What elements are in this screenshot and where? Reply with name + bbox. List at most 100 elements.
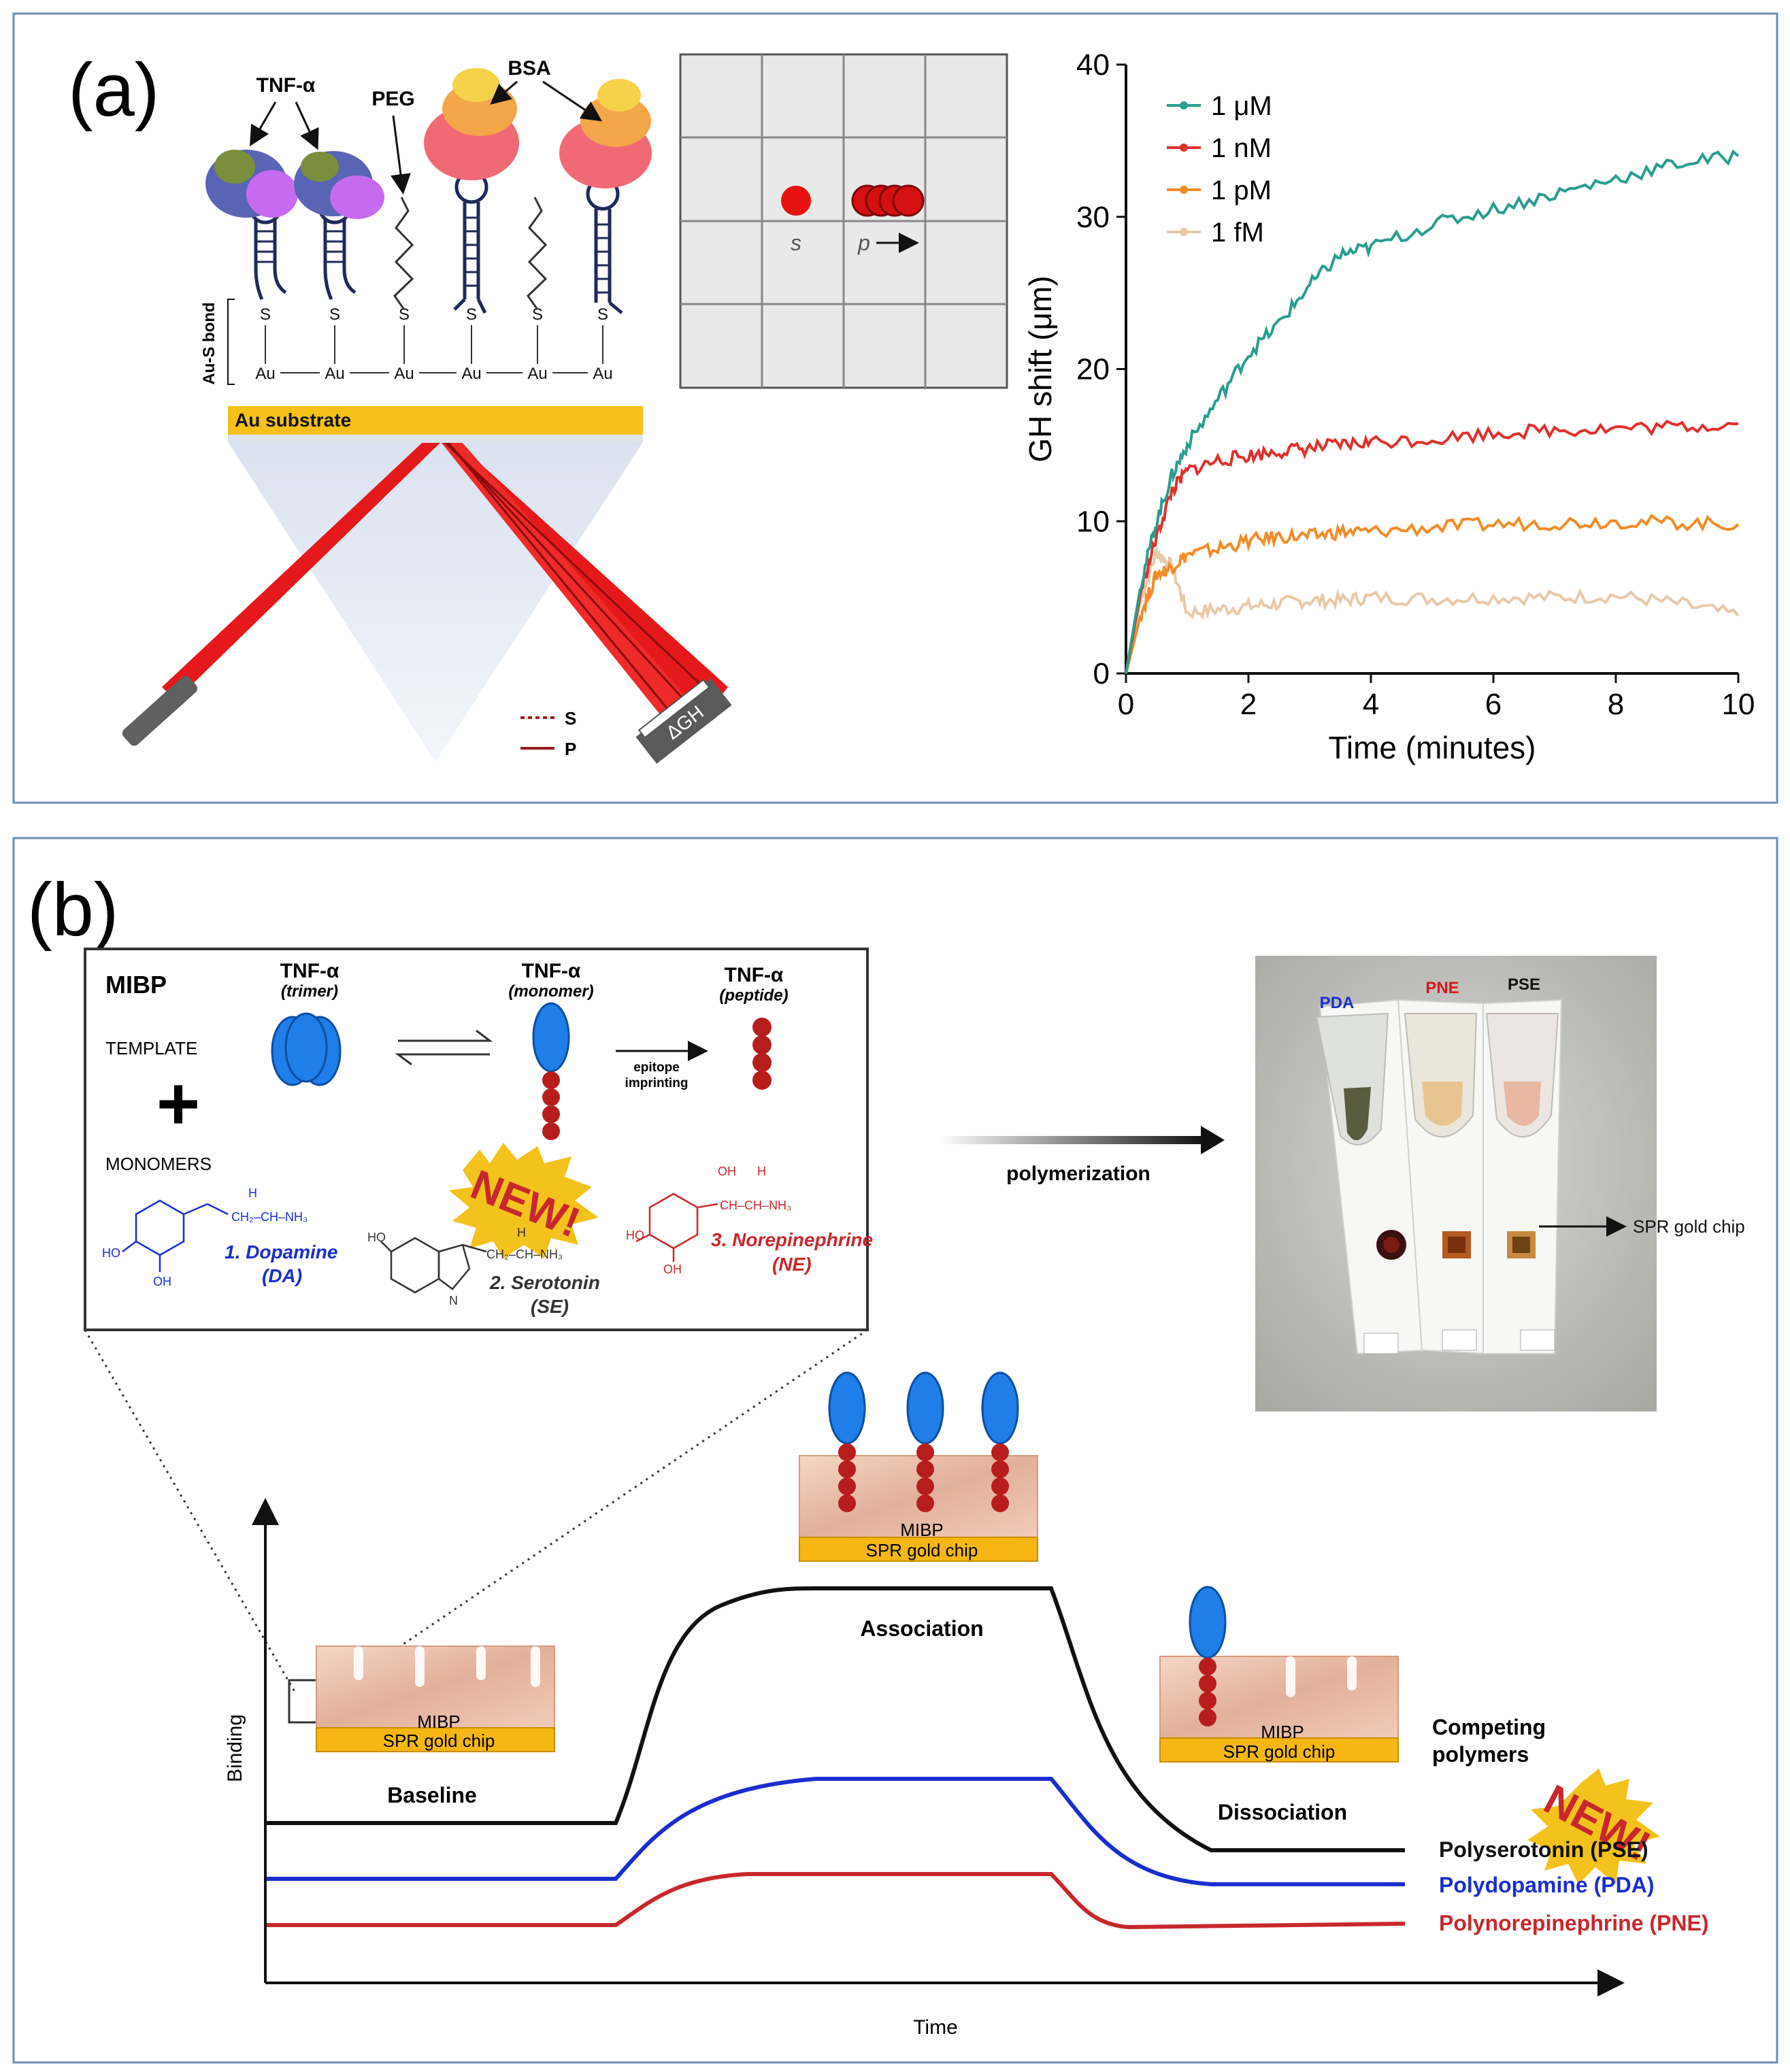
bsa-label: BSA	[508, 57, 550, 80]
tube-pne-label: PNE	[1425, 979, 1459, 997]
polymerization-arrow-head	[1201, 1126, 1225, 1154]
tube-pda-label: PDA	[1320, 994, 1355, 1012]
equilibrium-arrows	[395, 1029, 493, 1066]
svg-text:Au: Au	[461, 365, 481, 383]
spot-grid: s p	[679, 53, 1008, 389]
svg-text:Au: Au	[527, 365, 547, 383]
series-line-1-fM	[1125, 545, 1740, 674]
chip-baseline: MIBP SPR gold chip	[316, 1645, 555, 1752]
norepinephrine-structure	[635, 1192, 718, 1262]
svg-text:H: H	[517, 1226, 526, 1239]
laser-source	[122, 675, 198, 746]
legend-s-label: S	[565, 708, 576, 729]
chip-callout-label: SPR gold chip	[1633, 1216, 1745, 1237]
svg-text:Au: Au	[394, 365, 414, 383]
chip-photo	[1255, 956, 1657, 1411]
y-axis-label: GH shift (μm)	[1023, 275, 1058, 462]
pse-curve	[267, 1586, 1405, 1852]
legend-label: 1 fM	[1211, 218, 1264, 248]
chip-dissociation: MIBP SPR gold chip	[1159, 1586, 1399, 1762]
polymerization-label: polymerization	[1006, 1163, 1150, 1185]
legend-marker	[1180, 101, 1188, 110]
x-tick-label: 4	[1363, 688, 1379, 721]
monomers-label: MONOMERS	[105, 1154, 212, 1174]
y-tick-label: 0	[1093, 657, 1110, 690]
tnf-proteins	[205, 150, 384, 219]
svg-text:Au: Au	[325, 365, 344, 383]
svg-text:MIBP: MIBP	[417, 1711, 461, 1732]
reflected-beams	[435, 435, 728, 731]
aus-bond-label: Au-S bond	[200, 302, 218, 384]
svg-text:H: H	[248, 1186, 257, 1200]
plus-sign: +	[156, 1062, 200, 1146]
legend-p-label: P	[565, 739, 576, 759]
pse-legend: Polyserotonin (PSE)	[1439, 1837, 1648, 1862]
legend-label: 1 μM	[1211, 91, 1272, 121]
epitope-label-1: epitope	[633, 1060, 680, 1075]
svg-text:S: S	[329, 305, 340, 324]
svg-text:OH: OH	[718, 1165, 736, 1178]
pda-curve	[267, 1777, 1405, 1886]
legend-label: 1 nM	[1211, 133, 1272, 163]
svg-text:Au: Au	[593, 365, 612, 383]
tnf-label: TNF-α	[256, 74, 316, 97]
s-atoms: S S S S S S	[260, 305, 608, 324]
tnf-peptide-sub: (peptide)	[719, 986, 788, 1005]
series-line-1-nM	[1125, 419, 1739, 674]
baseline-label: Baseline	[387, 1783, 477, 1807]
x-tick-label: 8	[1608, 688, 1624, 721]
y-tick-label: 10	[1076, 505, 1110, 538]
au-atoms: Au Au Au Au Au Au	[255, 365, 612, 383]
dopamine-structure	[122, 1199, 229, 1272]
svg-text:N: N	[449, 1294, 458, 1307]
svg-text:SPR gold chip: SPR gold chip	[866, 1540, 978, 1560]
s-au-bonds	[265, 325, 603, 364]
x-tick-label: 10	[1722, 688, 1755, 721]
dopamine-abbr: (DA)	[262, 1265, 302, 1286]
svg-text:S: S	[532, 305, 543, 324]
svg-text:OH: OH	[663, 1263, 682, 1276]
x-tick-label: 6	[1485, 688, 1502, 721]
svg-text:HO: HO	[102, 1246, 120, 1260]
label-arrows	[249, 80, 602, 195]
pne-legend: Polynorepinephrine (PNE)	[1439, 1911, 1708, 1935]
norepinephrine-label: 3. Norepinephrine	[711, 1229, 873, 1250]
svg-text:Au: Au	[255, 365, 275, 383]
legend-marker	[1180, 186, 1188, 194]
norepinephrine-abbr: (NE)	[772, 1254, 812, 1275]
aus-bond-bracket	[227, 299, 235, 385]
svg-text:H: H	[757, 1165, 766, 1178]
chip-association: MIBP SPR gold chip	[799, 1371, 1038, 1562]
series-line-1-pM	[1125, 514, 1740, 674]
pda-legend: Polydopamine (PDA)	[1439, 1873, 1654, 1897]
y-tick-label: 20	[1076, 353, 1110, 386]
p-spots	[851, 184, 925, 217]
svg-text:S: S	[399, 305, 410, 324]
series-line-1-μM	[1125, 149, 1740, 674]
polymerization-arrow-shaft	[939, 1136, 1204, 1144]
svg-text:CH–CH–NH₃: CH–CH–NH₃	[720, 1199, 791, 1212]
mibp-inset	[84, 948, 869, 1331]
legend-marker	[1180, 144, 1188, 152]
p-spot-label: p	[857, 231, 870, 255]
incident-beam	[162, 435, 442, 701]
monomer-peptide-beads	[542, 1071, 560, 1140]
epitope-label-2: imprinting	[625, 1076, 689, 1090]
au-substrate	[228, 406, 643, 435]
svg-text:CH₂–CH–NH₃: CH₂–CH–NH₃	[486, 1248, 563, 1261]
serotonin-label: 2. Serotonin	[489, 1272, 600, 1293]
tnf-monomer-sub: (monomer)	[508, 982, 593, 1001]
tnf-peptide-title: TNF-α	[725, 964, 784, 986]
legend-label: 1 pM	[1211, 176, 1272, 205]
association-label: Association	[860, 1616, 983, 1641]
tube-pse-label: PSE	[1508, 975, 1540, 994]
x-tick-label: 2	[1240, 688, 1257, 721]
s-spot	[781, 186, 811, 216]
dissociation-label: Dissociation	[1218, 1800, 1347, 1824]
pne-curve	[267, 1872, 1406, 1930]
